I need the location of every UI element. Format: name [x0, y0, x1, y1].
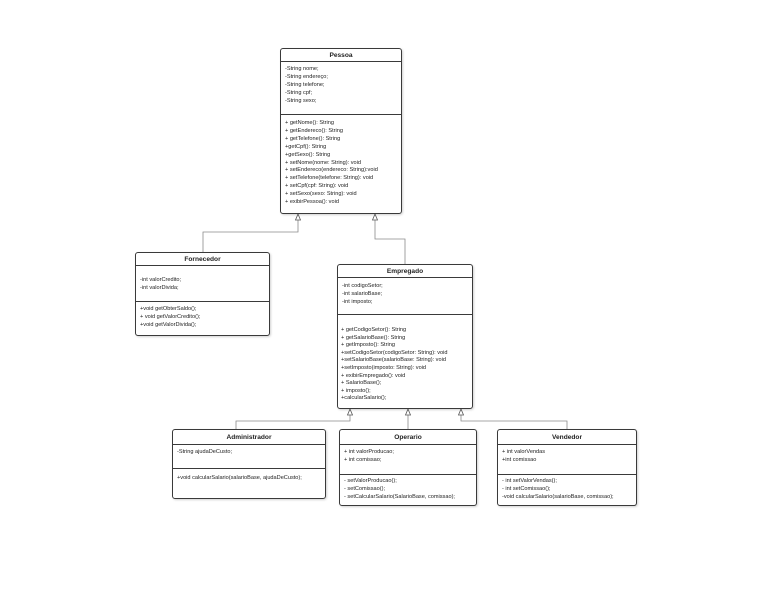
- inheritance-vendedor-empregado: [460, 410, 568, 429]
- class-title: Vendedor: [498, 430, 636, 445]
- method: - setValorProducao();: [344, 478, 397, 484]
- attribute: -String ajudaDeCusto;: [177, 449, 233, 455]
- class-fornecedor[interactable]: Fornecedor -int valorCredito; -int valor…: [135, 252, 270, 336]
- class-operario[interactable]: Operario + int valorProducao; + int comi…: [339, 429, 477, 506]
- class-title: Operario: [340, 430, 476, 445]
- inheritance-administrador-empregado: [235, 410, 351, 429]
- attribute: -String nome;: [285, 66, 319, 72]
- attributes-section: + int valorVendas +int comissao: [498, 445, 636, 475]
- method: +void getObterSaldo();: [140, 306, 197, 312]
- inheritance-arrowhead: [457, 407, 465, 416]
- inheritance-empregado-pessoa: [374, 215, 406, 264]
- class-vendedor[interactable]: Vendedor + int valorVendas +int comissao…: [497, 429, 637, 506]
- methods-section: - int setValorVendas(); - int setComissa…: [498, 475, 636, 502]
- method: + exibirEmpregado(): void: [341, 372, 406, 379]
- method: - int setComissao();: [502, 485, 551, 492]
- methods-section: + getNome(): String + getEndereco(): Str…: [281, 115, 401, 207]
- method: +void calcularSalario(salarioBase, ajuda…: [177, 475, 302, 481]
- attribute: +int comissao: [502, 456, 537, 463]
- method: + setNome(nome: String): void: [285, 159, 362, 166]
- attributes-section: -int valorCredito; -int valorDivida;: [136, 266, 269, 302]
- method: -void calcularSalario(salarioBase, comis…: [502, 493, 614, 500]
- method: + imposto();: [341, 387, 371, 394]
- method: + getCodigoSetor(): String: [341, 327, 407, 333]
- class-administrador[interactable]: Administrador -String ajudaDeCusto; +voi…: [172, 429, 326, 499]
- class-title: Fornecedor: [136, 253, 269, 266]
- attribute: -String cpf;: [285, 89, 313, 96]
- method: + getSalarioBase(): String: [341, 334, 406, 341]
- attribute: -int valorDivida;: [140, 284, 179, 291]
- inheritance-arrowhead: [294, 212, 302, 221]
- method: +getSexo(): String: [285, 151, 331, 158]
- attributes-section: -int codigoSetor; -int salarioBase; -int…: [338, 278, 472, 315]
- method: + getEndereco(): String: [285, 127, 343, 134]
- method: + setSexo(sexo: String): void: [285, 191, 357, 198]
- method: + void getValorCredito();: [140, 313, 201, 320]
- attribute: -String telefone;: [285, 81, 325, 88]
- inheritance-fornecedor-pessoa: [202, 215, 299, 252]
- attributes-section: -String nome; -String endereço; -String …: [281, 62, 401, 115]
- attribute: -String endereço;: [285, 73, 328, 80]
- methods-section: +void getObterSaldo(); + void getValorCr…: [136, 302, 269, 330]
- class-title: Administrador: [173, 430, 325, 445]
- method: + getImposto(): String: [341, 342, 395, 349]
- method: +getCpf(): String: [285, 143, 327, 150]
- method: - int setValorVendas();: [502, 478, 557, 484]
- attributes-section: -String ajudaDeCusto;: [173, 445, 325, 469]
- attribute: -int codigoSetor;: [342, 283, 383, 289]
- inheritance-arrowhead: [404, 407, 412, 416]
- method: +setImposto(imposto: String): void: [341, 364, 427, 371]
- attributes-section: + int valorProducao; + int comissao;: [340, 445, 476, 475]
- class-pessoa[interactable]: Pessoa -String nome; -String endereço; -…: [280, 48, 402, 214]
- class-title: Empregado: [338, 265, 472, 278]
- method: + SalarioBase();: [341, 380, 382, 387]
- method: +calcularSalario();: [341, 395, 387, 402]
- method: +setCodigoSetor(codigoSetor: String): vo…: [341, 349, 448, 356]
- method: +void getValorDivida();: [140, 321, 197, 328]
- method: + exibirPessoa(): void: [285, 199, 339, 206]
- attribute: -int salarioBase;: [342, 290, 383, 297]
- method: + setCpf(cpf: String): void: [285, 183, 349, 190]
- attribute: -String sexo;: [285, 97, 317, 104]
- class-title: Pessoa: [281, 49, 401, 62]
- inheritance-arrowhead: [346, 407, 354, 416]
- methods-section: + getCodigoSetor(): String + getSalarioB…: [338, 315, 472, 403]
- attribute: -int valorCredito;: [140, 277, 182, 283]
- inheritance-arrowhead: [371, 212, 379, 221]
- method: + getTelefone(): String: [285, 135, 341, 142]
- attribute: -int imposto;: [342, 298, 373, 305]
- method: + setTelefone(telefone: String): void: [285, 175, 374, 182]
- attribute: + int valorVendas: [502, 449, 546, 455]
- method: - setCalcularSalario(SalarioBase, comiss…: [344, 493, 455, 500]
- methods-section: +void calcularSalario(salarioBase, ajuda…: [173, 469, 325, 483]
- attribute: + int comissao;: [344, 456, 382, 463]
- method: + getNome(): String: [285, 120, 334, 126]
- class-empregado[interactable]: Empregado -int codigoSetor; -int salario…: [337, 264, 473, 409]
- method: - setComissao();: [344, 485, 386, 492]
- methods-section: - setValorProducao(); - setComissao(); -…: [340, 475, 476, 502]
- method: + setEndereco(endereco: String):void: [285, 167, 378, 174]
- attribute: + int valorProducao;: [344, 449, 394, 455]
- method: +setSalarioBase(salarioBase: String): vo…: [341, 357, 446, 364]
